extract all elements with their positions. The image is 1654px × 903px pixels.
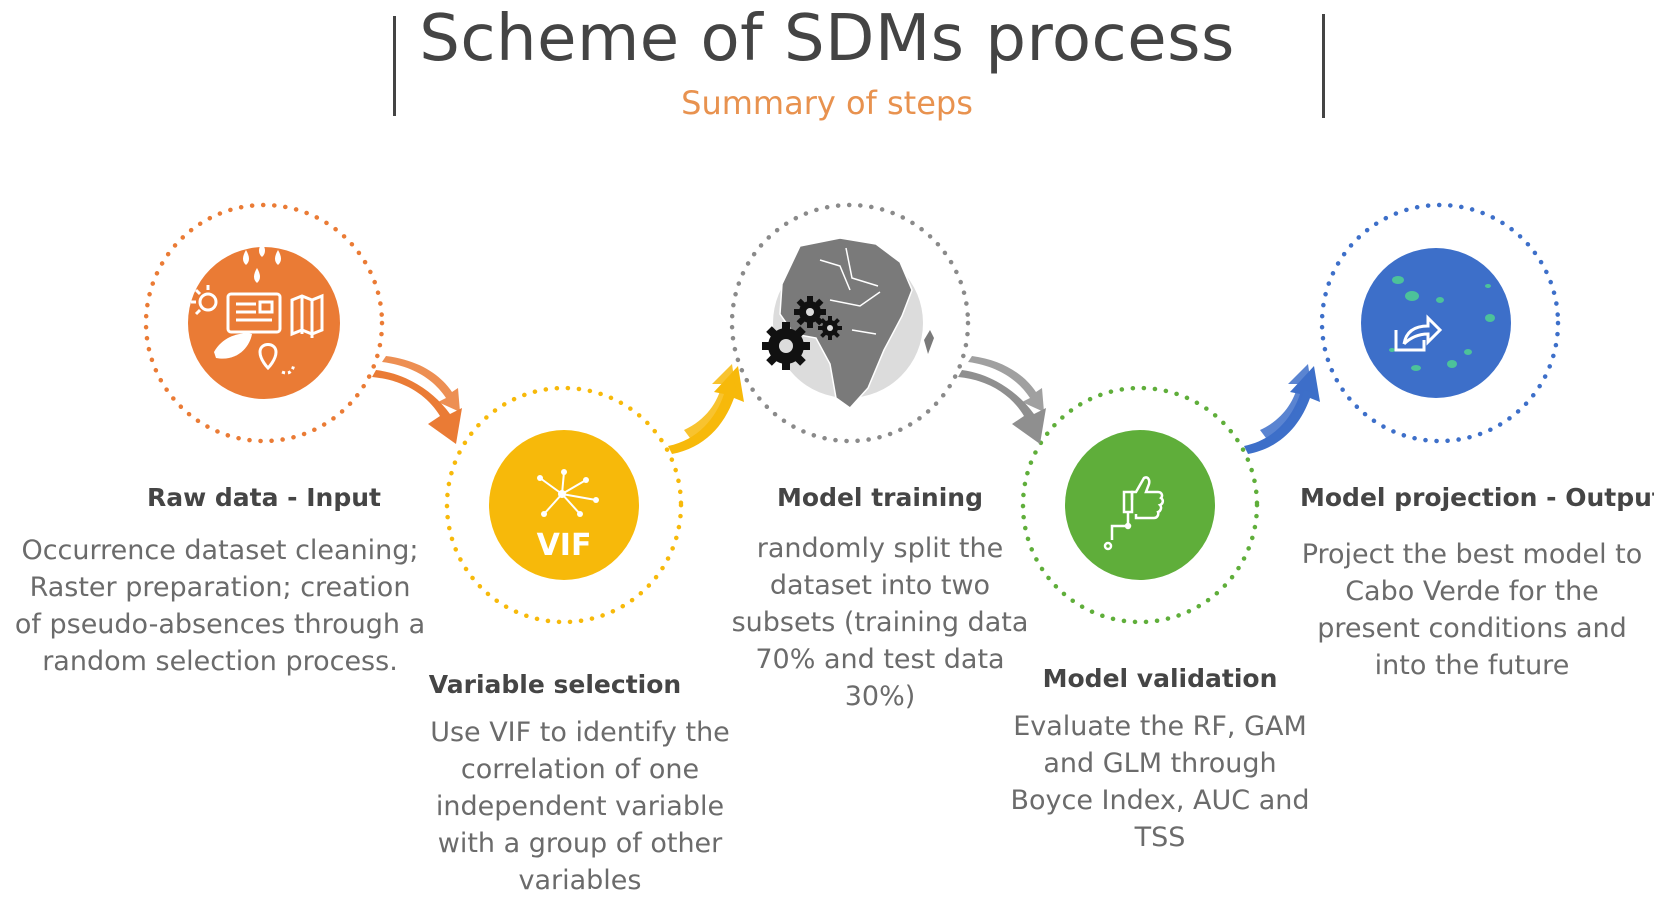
network-vif-icon: VIF bbox=[489, 430, 639, 580]
model-training-description: randomly split the dataset into two subs… bbox=[690, 530, 1070, 715]
model-validation-line-1: Evaluate the RF, GAM bbox=[1013, 711, 1307, 742]
model-projection-ring bbox=[1319, 202, 1561, 444]
arrow-variable-to-training bbox=[668, 364, 744, 454]
model-training-line-5: 30%) bbox=[844, 681, 916, 712]
variable-selection-line-3: independent variable bbox=[435, 791, 725, 822]
model-training-ring bbox=[729, 202, 971, 444]
vif-badge: VIF bbox=[537, 528, 592, 563]
model-training-line-4: 70% and test data bbox=[755, 644, 1005, 675]
variable-selection-line-1: Use VIF to identify the bbox=[430, 717, 730, 748]
model-validation-line-2: and GLM through bbox=[1043, 748, 1277, 779]
variable-selection-title: Variable selection bbox=[428, 670, 682, 699]
model-training-line-3: subsets (training data bbox=[731, 607, 1029, 638]
arrow-raw-to-variable bbox=[372, 356, 462, 444]
raw-data-description: Occurrence dataset cleaning; Raster prep… bbox=[0, 532, 440, 680]
variable-selection-description: Use VIF to identify the correlation of o… bbox=[380, 714, 780, 899]
model-projection-title: Model projection - Output bbox=[1300, 483, 1654, 512]
model-validation-title: Model validation bbox=[1042, 664, 1278, 693]
raw-data-ring bbox=[143, 202, 385, 444]
model-validation-line-3: Boyce Index, AUC and bbox=[1010, 785, 1310, 816]
africa-map-gears-icon bbox=[762, 237, 934, 409]
raw-data-title: Raw data - Input bbox=[146, 483, 382, 512]
model-validation-line-4: TSS bbox=[1134, 822, 1186, 853]
model-validation-description: Evaluate the RF, GAM and GLM through Boy… bbox=[972, 708, 1348, 856]
page-subtitle: Summary of steps bbox=[681, 84, 973, 122]
variable-selection-line-5: variables bbox=[518, 865, 642, 896]
model-validation-ring bbox=[1020, 385, 1260, 625]
model-projection-description: Project the best model to Cabo Verde for… bbox=[1290, 536, 1654, 684]
raw-data-line-2: Raster preparation; creation bbox=[29, 572, 411, 603]
left-divider bbox=[393, 16, 396, 116]
islands-share-icon bbox=[1361, 248, 1511, 398]
page-title: Scheme of SDMs process bbox=[419, 2, 1235, 76]
arrow-validation-to-projection bbox=[1244, 364, 1320, 454]
variable-selection-line-2: correlation of one bbox=[460, 754, 700, 785]
thumbs-up-circuit-icon bbox=[1065, 430, 1215, 580]
model-projection-line-3: present conditions and bbox=[1317, 613, 1627, 644]
raw-data-line-4: random selection process. bbox=[42, 646, 398, 677]
model-training-line-2: dataset into two bbox=[769, 570, 991, 601]
model-projection-line-1: Project the best model to bbox=[1301, 539, 1643, 570]
raw-data-line-3: of pseudo-absences through a bbox=[14, 609, 426, 640]
model-projection-line-4: into the future bbox=[1374, 650, 1570, 681]
model-training-line-1: randomly split the bbox=[756, 533, 1004, 564]
model-training-title: Model training bbox=[777, 483, 983, 512]
weather-newspaper-map-leaf-pin-icon bbox=[188, 242, 340, 399]
raw-data-line-1: Occurrence dataset cleaning; bbox=[21, 535, 419, 566]
arrow-training-to-validation bbox=[958, 356, 1046, 444]
variable-selection-line-4: with a group of other bbox=[437, 828, 723, 859]
variable-selection-ring bbox=[444, 385, 684, 625]
model-projection-line-2: Cabo Verde for the bbox=[1345, 576, 1599, 607]
right-divider bbox=[1322, 14, 1325, 118]
